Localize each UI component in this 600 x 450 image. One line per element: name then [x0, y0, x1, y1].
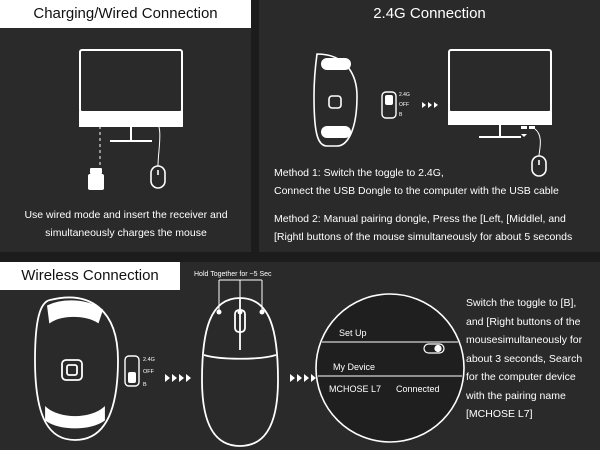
toggle-label-24g: 2.4G [399, 92, 410, 98]
mouse-bottom-icon [313, 53, 358, 147]
usb-receiver-icon [88, 168, 104, 190]
arrow-right-icon [422, 102, 438, 108]
toggle-label-24g: 2.4G [143, 357, 155, 363]
g24-method2-line2: [Rightl buttons of the mouse simultaneou… [274, 231, 573, 243]
device-label: My Device [333, 362, 376, 372]
mouse-top-icon [201, 297, 279, 447]
wireless-instructions: Switch the toggle to [B], and [Right but… [466, 294, 596, 424]
toggle-label-b: B [399, 112, 403, 118]
g24-method1-line1: Method 1: Switch the toggle to 2.4G, [274, 167, 444, 179]
arrow-right-icon [290, 374, 316, 382]
mouse-icon [150, 165, 166, 189]
hold-bracket-icon [218, 279, 263, 310]
instruction-line: mousesimultaneously for [466, 334, 583, 346]
monitor-icon [448, 49, 552, 138]
press-dot-left [216, 309, 222, 315]
instruction-line: about 3 seconds, Search [466, 352, 583, 365]
mouse-bottom-icon [34, 296, 119, 441]
wired-description: Use wired mode and insert the receiver a… [24, 209, 228, 239]
instruction-line: and [Right buttons of the [466, 315, 581, 328]
g24-method1-line2: Connect the USB Dongle to the computer w… [274, 185, 559, 197]
bluetooth-settings-circle [315, 293, 465, 443]
press-dot-right [259, 309, 265, 315]
toggle-on-icon [423, 343, 445, 354]
hold-together-label: Hold Together for ~5 Sec [194, 271, 272, 278]
g24-title: 2.4G Connection [373, 5, 486, 22]
device-status: Connected [396, 384, 440, 394]
instruction-line: [MCHOSE L7] [466, 408, 533, 420]
instruction-line: Switch the toggle to [B], [466, 297, 577, 309]
toggle-switch-icon [124, 355, 140, 387]
device-name[interactable]: MCHOSE L7 [329, 384, 382, 394]
toggle-label-b: B [143, 382, 147, 388]
mouse-icon [531, 155, 547, 177]
wired-illustration [79, 49, 183, 190]
g24-method2-line1: Method 2: Manual pairing dongle, Press t… [274, 213, 566, 225]
instruction-line: with the pairing name [466, 389, 566, 402]
toggle-label-off: OFF [399, 102, 409, 108]
wired-title: Charging/Wired Connection [0, 0, 251, 28]
instruction-line: for the computer device [466, 371, 576, 383]
press-dot-middle [237, 309, 243, 315]
setup-label: Set Up [339, 328, 367, 338]
toggle-label-off: OFF [143, 369, 155, 375]
wireless-title: Wireless Connection [0, 262, 180, 290]
monitor-icon [79, 49, 183, 142]
arrow-right-icon [165, 374, 191, 382]
g24-illustration: 2.4G OFF B [313, 49, 552, 177]
usb-dongle-icon [521, 126, 535, 137]
toggle-switch-icon [381, 91, 397, 119]
wireless-illustration: 2.4G OFF B [34, 279, 465, 447]
